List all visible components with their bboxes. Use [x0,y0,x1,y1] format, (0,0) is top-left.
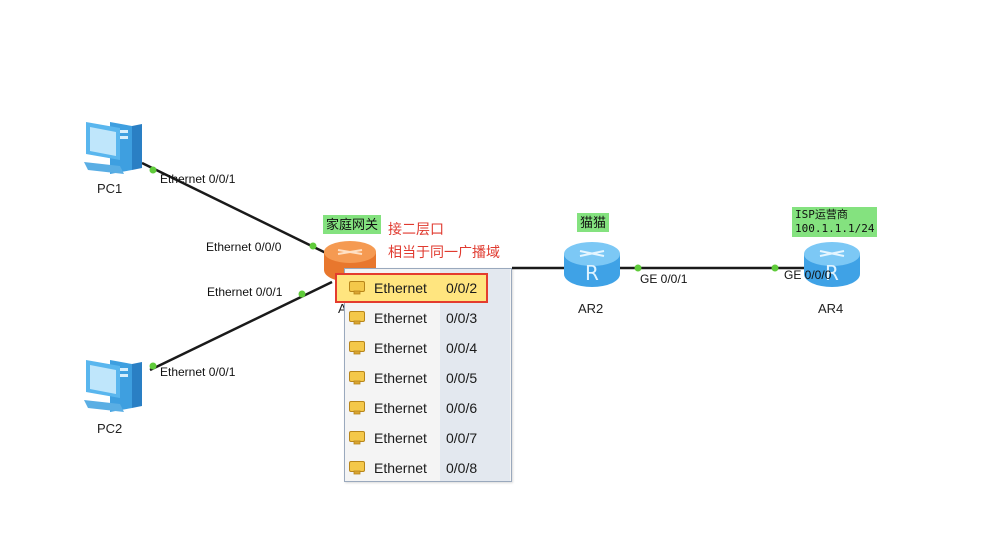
port-dot [309,242,317,250]
pc1-label: PC1 [97,181,123,196]
port-menu-item-number: 0/0/3 [446,310,478,326]
port-dot [634,264,642,272]
ethernet-port-icon [349,281,365,295]
pc2-port-label: Ethernet 0/0/1 [160,365,236,379]
port-menu-item-name: Ethernet [374,310,427,326]
port-menu-item-name: Ethernet [374,430,427,446]
port-menu-item-number: 0/0/8 [446,460,478,476]
ar-bottom-port-label: Ethernet 0/0/1 [207,285,283,299]
menu-strip [440,269,510,481]
port-menu-item[interactable]: Ethernet 0/0/3 [345,303,511,333]
port-menu-item-number: 0/0/2 [446,280,478,296]
port-menu-item-number: 0/0/6 [446,400,478,416]
port-dot [149,362,157,370]
port-menu-item-name: Ethernet [374,280,427,296]
pc1-port-label: Ethernet 0/0/1 [160,172,236,186]
home-router-tag: 家庭网关 [323,215,382,234]
ar2-router-icon[interactable]: R [562,240,622,290]
port-menu-item[interactable]: Ethernet 0/0/8 [345,453,511,483]
port-menu-item-number: 0/0/7 [446,430,478,446]
home-router-label: A [338,301,347,316]
port-dot [771,264,779,272]
annotation-line2: 相当于同一广播域 [388,244,500,260]
pc1-icon[interactable] [80,118,146,178]
ar-top-port-label: Ethernet 0/0/0 [206,240,282,254]
ethernet-port-icon [349,431,365,445]
ethernet-port-icon [349,311,365,325]
port-menu-item[interactable]: Ethernet 0/0/6 [345,393,511,423]
pc2-label: PC2 [97,421,123,436]
port-menu-item-name: Ethernet [374,340,427,356]
ar4-tag: ISP运营商 100.1.1.1/24 [792,207,878,237]
ar2-tag: 猫猫 [577,213,610,232]
ar4-router-icon[interactable]: R [802,240,862,290]
ethernet-port-icon [349,401,365,415]
ethernet-port-icon [349,461,365,475]
svg-text:R: R [585,261,599,285]
link-pc1-ar [141,161,329,256]
svg-text:R: R [825,261,839,285]
ar2-label: AR2 [578,301,604,316]
port-menu-item[interactable]: Ethernet 0/0/2 [335,273,488,303]
ar4-label: AR4 [818,301,844,316]
port-menu-item-name: Ethernet [374,400,427,416]
port-menu-item-number: 0/0/5 [446,370,478,386]
pc2-icon[interactable] [80,356,146,416]
ar2-ge-label: GE 0/0/1 [640,272,688,286]
port-dot [298,290,306,298]
ethernet-port-icon [349,371,365,385]
port-menu-item-name: Ethernet [374,370,427,386]
annotation-line1: 接二层口 [388,221,444,237]
port-menu-item[interactable]: Ethernet 0/0/7 [345,423,511,453]
port-menu-item[interactable]: Ethernet 0/0/4 [345,333,511,363]
ar4-tag-line1: ISP运营商 [795,208,848,221]
port-menu-item-number: 0/0/4 [446,340,478,356]
ar4-tag-line2: 100.1.1.1/24 [795,222,875,235]
port-menu-item[interactable]: Ethernet 0/0/5 [345,363,511,393]
ar4-ge-label: GE 0/0/0 [784,268,832,282]
port-menu-item-name: Ethernet [374,460,427,476]
ethernet-port-icon [349,341,365,355]
port-dot [149,166,157,174]
